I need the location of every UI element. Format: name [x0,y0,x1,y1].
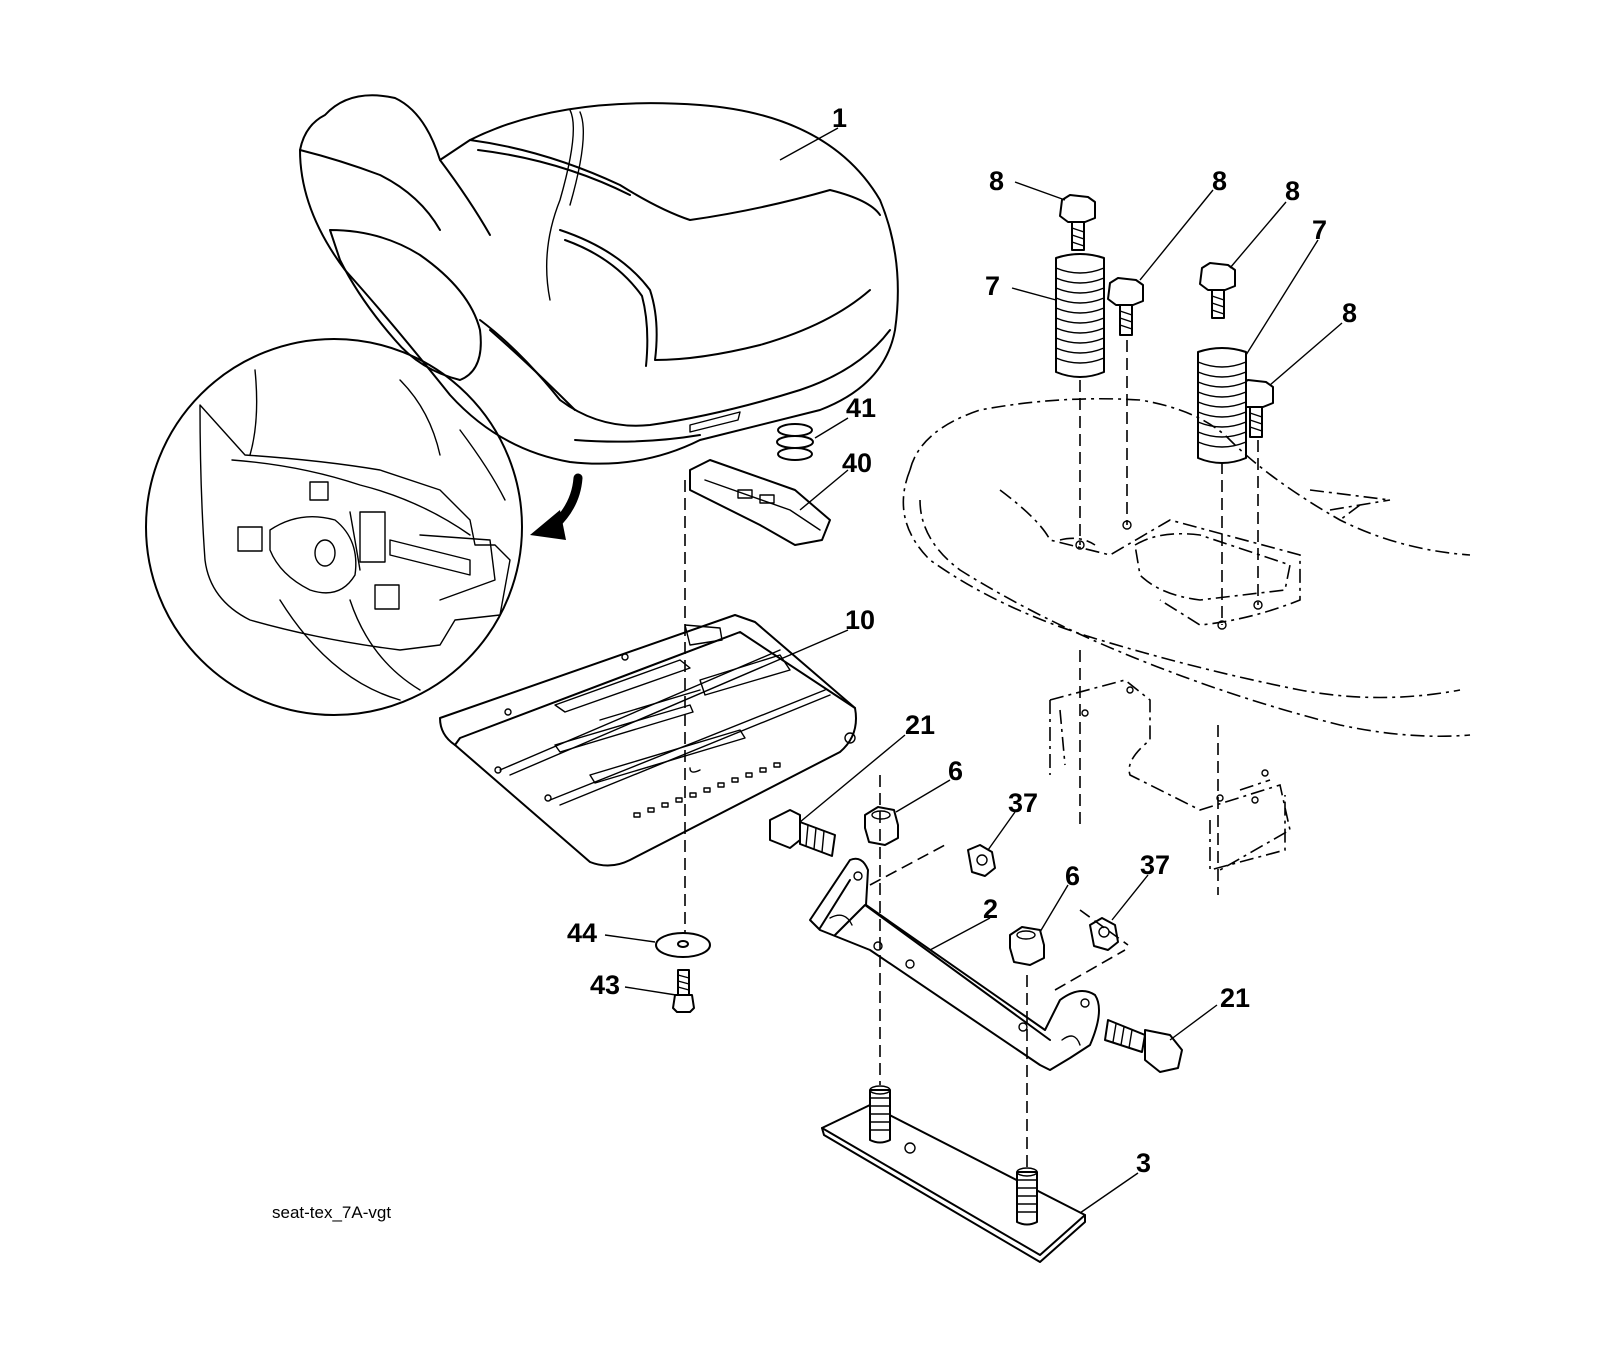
callout-leader-lines [604,127,1343,1214]
bolt-part-21-left [769,809,836,857]
bolt-part-8-c [1199,262,1236,319]
callout-part-7: 7 [1312,215,1328,245]
bolt-part-21-right [1104,1019,1183,1073]
callout-part-6: 6 [948,756,964,786]
spring-part-41 [776,423,814,461]
detail-arrow-icon [530,473,583,540]
seat-part-1 [299,94,899,465]
callout-part-1: 1 [832,103,848,133]
callout-part-3: 3 [1136,1148,1152,1178]
callout-part-41: 41 [846,393,877,423]
callout-part-43: 43 [590,970,621,1000]
callout-part-21: 21 [1220,983,1251,1013]
callout-part-37: 37 [1140,850,1171,880]
backing-plate-part-3 [821,1085,1086,1263]
callout-part-8: 8 [989,166,1005,196]
callout-part-8: 8 [1285,176,1301,206]
bolt-part-8-b [1107,277,1144,336]
nut-part-37-upper [967,844,996,877]
callout-part-2: 2 [983,894,999,924]
nut-part-37-lower [1089,917,1119,951]
seat-pan-adjust-slots [633,762,781,818]
callout-part-8: 8 [1212,166,1228,196]
nut-part-6-right [1009,926,1045,966]
callout-part-8: 8 [1342,298,1358,328]
nut-part-6-left [864,806,899,846]
latch-part-40 [689,459,831,546]
callout-part-40: 40 [842,448,873,478]
tractor-frame-outline [902,397,1471,872]
callout-part-7: 7 [985,271,1001,301]
seat-pan-part-10 [439,614,857,867]
spring-part-7-left [1055,253,1105,378]
spring-part-7-right [1197,347,1247,464]
callout-part-6: 6 [1065,861,1081,891]
bolt-part-43 [672,969,695,1013]
detail-view-circle [145,338,523,716]
washer-part-44 [655,932,711,958]
callout-part-10: 10 [845,605,876,635]
callout-part-37: 37 [1008,788,1039,818]
callout-part-21: 21 [905,710,936,740]
bolt-part-8-a [1059,194,1096,251]
callout-part-44: 44 [567,918,598,948]
seat-bracket-part-2 [809,857,1100,1071]
drawing-reference-id: seat-tex_7A-vgt [272,1203,392,1222]
